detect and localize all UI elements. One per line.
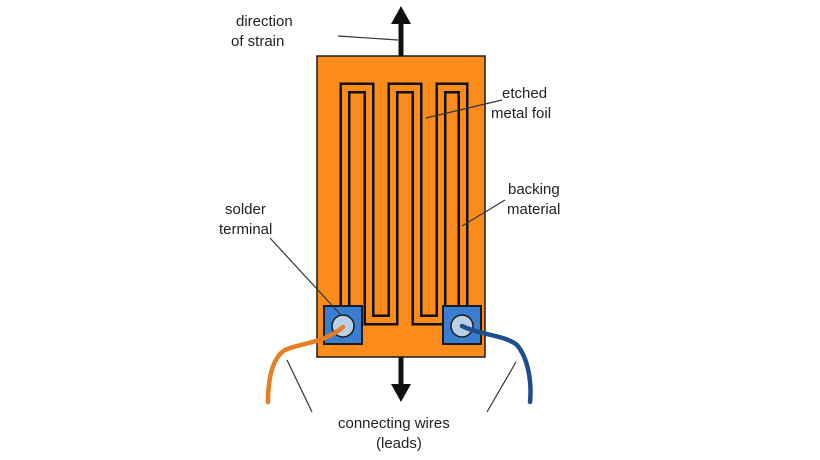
label-etched-line1: etched xyxy=(502,85,547,102)
leader-backing xyxy=(461,199,506,227)
label-backing-line2: material xyxy=(507,201,560,218)
strain-arrow-top-head xyxy=(391,6,411,24)
leader-wire-left xyxy=(286,359,313,413)
label-direction-line2: of strain xyxy=(231,33,284,50)
connecting-wire-left xyxy=(265,324,346,405)
label-direction-line1: direction xyxy=(236,13,293,30)
solder-terminal-right xyxy=(442,305,482,345)
strain-arrow-bottom-head xyxy=(391,384,411,402)
label-backing-line1: backing xyxy=(508,181,560,198)
leader-solder-terminal xyxy=(269,237,341,315)
leader-lines xyxy=(269,35,517,413)
etched-metal-foil-inner xyxy=(342,85,466,323)
leader-direction xyxy=(337,35,399,41)
label-etched-line2: metal foil xyxy=(491,105,551,122)
label-solder-line1: solder xyxy=(225,201,266,218)
label-wires-line1: connecting wires xyxy=(338,415,450,432)
leader-wire-right xyxy=(486,361,517,413)
label-wires-line2: (leads) xyxy=(376,435,422,452)
leader-etched-foil xyxy=(425,99,503,119)
connecting-wire-right xyxy=(459,323,533,405)
strain-direction-arrow xyxy=(391,6,411,402)
label-solder-line2: terminal xyxy=(219,221,272,238)
